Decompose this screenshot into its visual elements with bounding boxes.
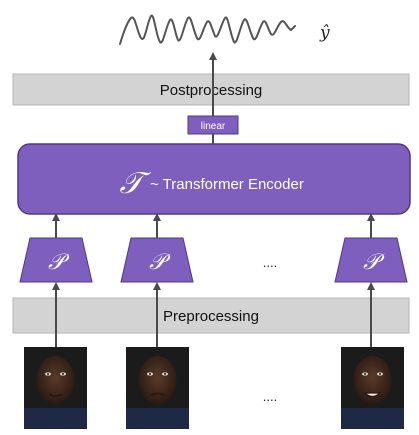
face-frame-1 [24, 347, 87, 429]
transformer-encoder-block [17, 143, 411, 215]
postprocessing-bar [12, 73, 410, 106]
preprocessing-bar [12, 297, 410, 334]
output-symbol: ŷ [319, 23, 330, 43]
preprocessing-label: Preprocessing [163, 308, 259, 325]
patch-embedding-2 [120, 237, 194, 283]
patch-embedding-ellipsis: .... [263, 255, 277, 270]
transformer-encoder-label: ~ Transformer Encoder [150, 176, 304, 193]
face-frame-n [341, 347, 404, 429]
postprocessing-label: Postprocessing [160, 82, 263, 99]
linear-label: linear [201, 121, 226, 132]
frames-ellipsis: .... [263, 389, 277, 404]
output-signal-waveform [119, 14, 296, 45]
patch-embedding-n [334, 237, 408, 283]
patch-embedding-1 [19, 237, 93, 283]
face-frame-2 [126, 347, 189, 429]
